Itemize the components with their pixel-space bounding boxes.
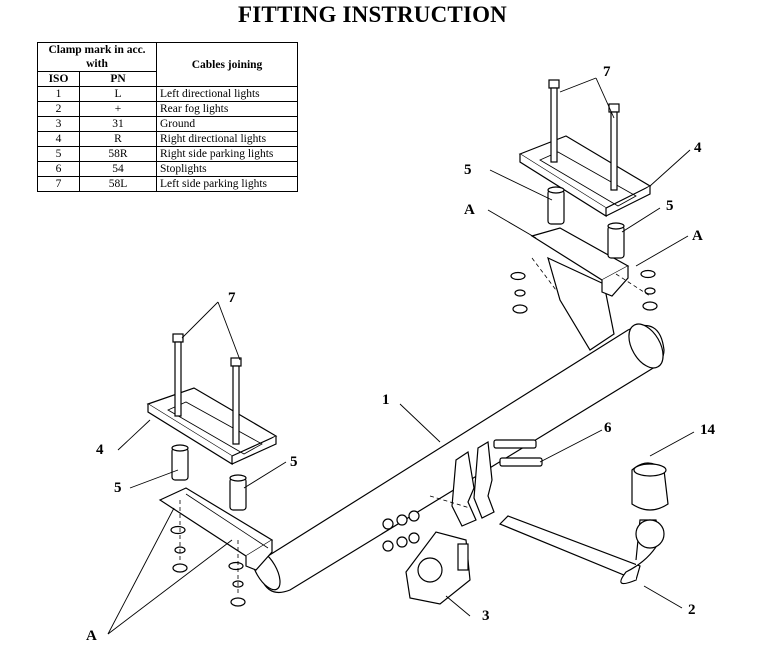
left-clamp-plate <box>146 387 278 466</box>
header-clamp-mark: Clamp mark in acc. with <box>37 42 157 72</box>
callout-a-left: A <box>86 628 97 644</box>
header-pn: PN <box>79 71 157 87</box>
leader-lines <box>107 77 695 635</box>
right-bracket-arm <box>530 227 630 351</box>
callout-7-right: 7 <box>603 64 611 80</box>
center-nuts <box>382 510 420 552</box>
clamp-table: Clamp mark in acc. with Cables joining I… <box>37 42 298 192</box>
tow-ball-cap <box>631 462 669 511</box>
right-bolts <box>548 79 620 191</box>
callout-a-right-b: A <box>692 228 703 244</box>
left-nuts <box>170 500 246 607</box>
cell-pn: 58L <box>79 176 157 192</box>
table-header-row: Clamp mark in acc. with Cables joining <box>37 42 298 87</box>
tow-arm <box>498 515 665 585</box>
right-nuts <box>510 257 658 314</box>
callout-5-left-a: 5 <box>114 480 122 496</box>
callout-5-left-b: 5 <box>290 454 298 470</box>
left-bolts <box>172 333 242 445</box>
socket-plate <box>405 531 471 605</box>
cell-cable: Stoplights <box>156 161 298 177</box>
center-mount-brackets <box>429 439 543 527</box>
header-cables-joining: Cables joining <box>156 42 298 87</box>
cell-cable: Left side parking lights <box>156 176 298 192</box>
callout-5-right-a: 5 <box>464 162 472 178</box>
callout-3: 3 <box>482 608 490 624</box>
callout-labels: 7 4 5 5 A A 7 1 6 14 4 5 5 2 3 A <box>86 64 716 644</box>
left-spacers <box>171 444 247 511</box>
callout-7-left: 7 <box>228 290 236 306</box>
callout-a-right-a: A <box>464 202 475 218</box>
callout-2: 2 <box>688 602 696 618</box>
cell-cable: Right side parking lights <box>156 146 298 162</box>
callout-1: 1 <box>382 392 390 408</box>
callout-4-right: 4 <box>694 140 702 156</box>
cell-cable: Right directional lights <box>156 131 298 147</box>
page-title: FITTING INSTRUCTION <box>238 2 507 27</box>
cell-pn: 58R <box>79 146 157 162</box>
callout-6: 6 <box>604 420 612 436</box>
right-spacers <box>547 186 625 259</box>
callout-4-left: 4 <box>96 442 104 458</box>
right-clamp-plate <box>518 135 652 218</box>
callout-5-right-b: 5 <box>666 198 674 214</box>
left-bracket-arm <box>158 487 274 571</box>
callout-14: 14 <box>700 422 716 438</box>
